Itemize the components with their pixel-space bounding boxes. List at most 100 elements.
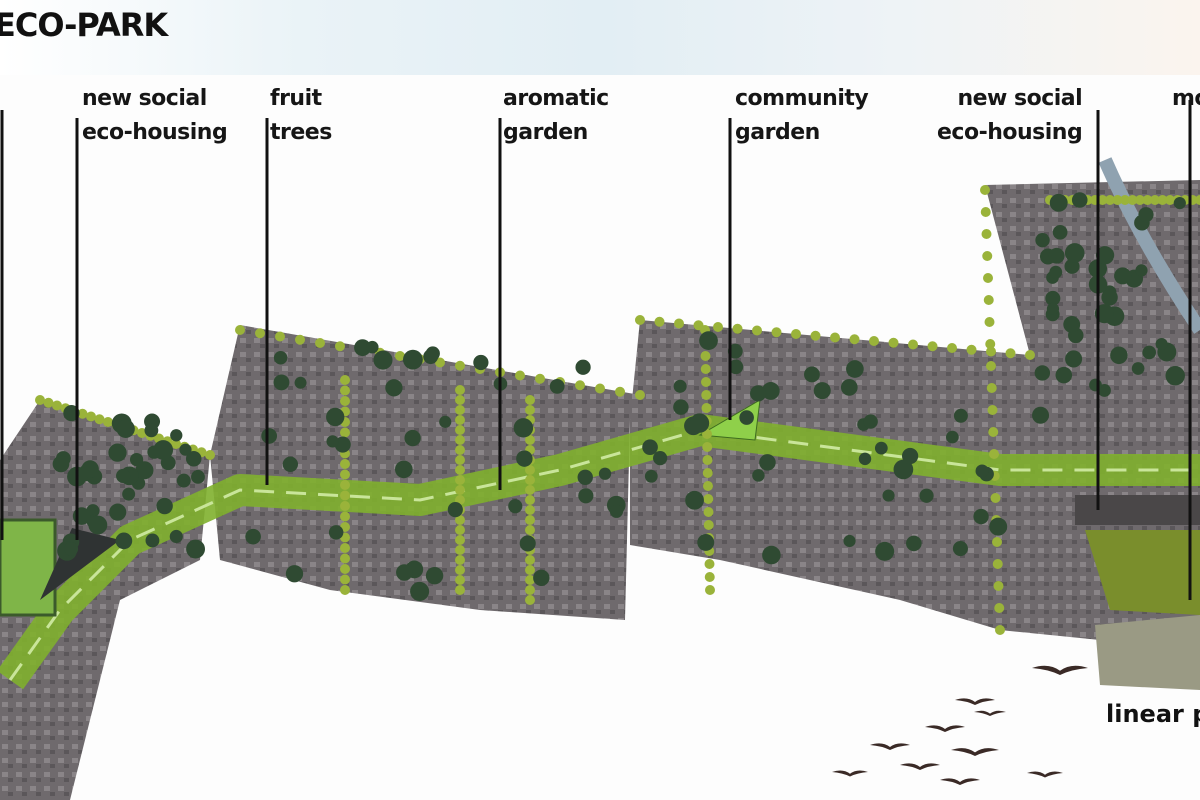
tree-icon	[1049, 265, 1063, 279]
tree-icon	[94, 414, 105, 425]
tree-icon	[525, 505, 535, 515]
tree-icon	[385, 379, 403, 397]
tree-icon	[455, 445, 465, 455]
tree-icon	[340, 553, 350, 564]
tree-icon	[1138, 207, 1154, 223]
tree-icon	[703, 507, 714, 517]
tree-icon	[1045, 290, 1061, 306]
tree-icon	[86, 411, 96, 422]
tree-icon	[980, 185, 990, 195]
tree-icon	[987, 405, 998, 415]
tree-icon	[1157, 195, 1168, 205]
tree-icon	[64, 541, 79, 556]
tree-icon	[179, 443, 192, 456]
urban-block-west	[0, 400, 210, 800]
tree-icon	[153, 440, 174, 460]
tree-icon	[906, 535, 922, 552]
tree-icon	[373, 350, 393, 370]
eco-housing-site-right	[1075, 495, 1200, 525]
tree-icon	[1089, 378, 1102, 392]
tree-icon	[761, 382, 780, 400]
tree-icon	[455, 535, 465, 545]
bird-icon	[955, 698, 995, 705]
tree-icon	[1131, 362, 1145, 375]
tree-icon	[525, 595, 535, 605]
tree-icon	[185, 450, 202, 467]
tree-icon	[858, 452, 872, 466]
tree-icon	[525, 465, 535, 475]
tree-icon	[908, 339, 918, 350]
tree-icon	[335, 341, 345, 352]
label-new-social-eco-housing-right: new social eco-housing	[937, 86, 1083, 145]
tree-icon	[455, 525, 465, 535]
tree-icon	[1101, 289, 1118, 306]
tree-icon	[326, 407, 345, 427]
tree-icon	[516, 450, 533, 467]
tree-icon	[519, 535, 536, 552]
tree-icon	[340, 543, 350, 553]
tree-icon	[525, 485, 535, 495]
tree-icon	[702, 455, 713, 465]
tree-icon	[340, 469, 350, 480]
tree-icon	[849, 334, 860, 345]
tree-icon	[705, 585, 715, 595]
tree-icon	[235, 325, 245, 335]
tree-icon	[953, 408, 968, 423]
tree-icon	[103, 417, 113, 427]
tree-icon	[294, 376, 307, 389]
tree-icon	[144, 423, 159, 438]
tree-icon	[455, 425, 465, 435]
tree-icon	[282, 456, 299, 472]
tree-icon	[980, 207, 991, 217]
tree-icon	[703, 481, 713, 491]
tree-icon	[1063, 315, 1081, 333]
tree-icon	[994, 603, 1005, 613]
tree-icon	[455, 385, 465, 395]
tree-icon	[108, 443, 127, 462]
tree-icon	[1064, 243, 1085, 263]
tree-icon	[752, 325, 762, 336]
tree-icon	[863, 414, 878, 429]
tree-icon	[354, 339, 371, 357]
tree-icon	[525, 565, 535, 575]
tree-icon	[273, 351, 288, 365]
tree-icon	[1035, 233, 1050, 248]
label-fruit-trees: fruit trees	[270, 86, 332, 145]
tree-icon	[989, 449, 999, 459]
tree-icon	[697, 533, 715, 551]
park-lawn	[0, 518, 57, 617]
tree-icon	[285, 565, 304, 583]
tree-icon	[404, 429, 421, 447]
tree-icon	[986, 361, 996, 371]
tree-icon	[869, 336, 879, 346]
tree-icon	[984, 317, 995, 327]
tree-icon	[992, 559, 1003, 569]
bird-icon	[1027, 771, 1063, 778]
tree-icon	[1048, 247, 1065, 264]
tree-icon	[186, 539, 206, 559]
tree-icon	[340, 480, 350, 490]
tree-icon	[993, 581, 1004, 591]
tree-icon	[423, 349, 439, 365]
tree-icon	[533, 569, 550, 587]
tree-icon	[653, 450, 668, 466]
tree-icon	[952, 541, 968, 557]
tree-icon	[982, 251, 993, 261]
tree-icon	[340, 564, 350, 574]
bird-icon	[870, 743, 910, 750]
tree-icon	[116, 419, 135, 438]
tree-icon	[1127, 195, 1138, 205]
tree-icon	[750, 385, 767, 402]
tree-icon	[439, 415, 452, 428]
tree-icon	[137, 428, 147, 438]
tree-icon	[447, 502, 463, 518]
bird-icon	[951, 748, 999, 756]
tree-icon	[752, 469, 765, 482]
tree-icon	[1150, 195, 1160, 205]
urban-block-southeast	[1095, 615, 1200, 690]
tree-icon	[1195, 195, 1200, 205]
tree-icon	[1071, 192, 1088, 208]
tree-icon	[122, 487, 136, 501]
tree-icon	[340, 427, 350, 438]
tree-icon	[171, 439, 181, 449]
